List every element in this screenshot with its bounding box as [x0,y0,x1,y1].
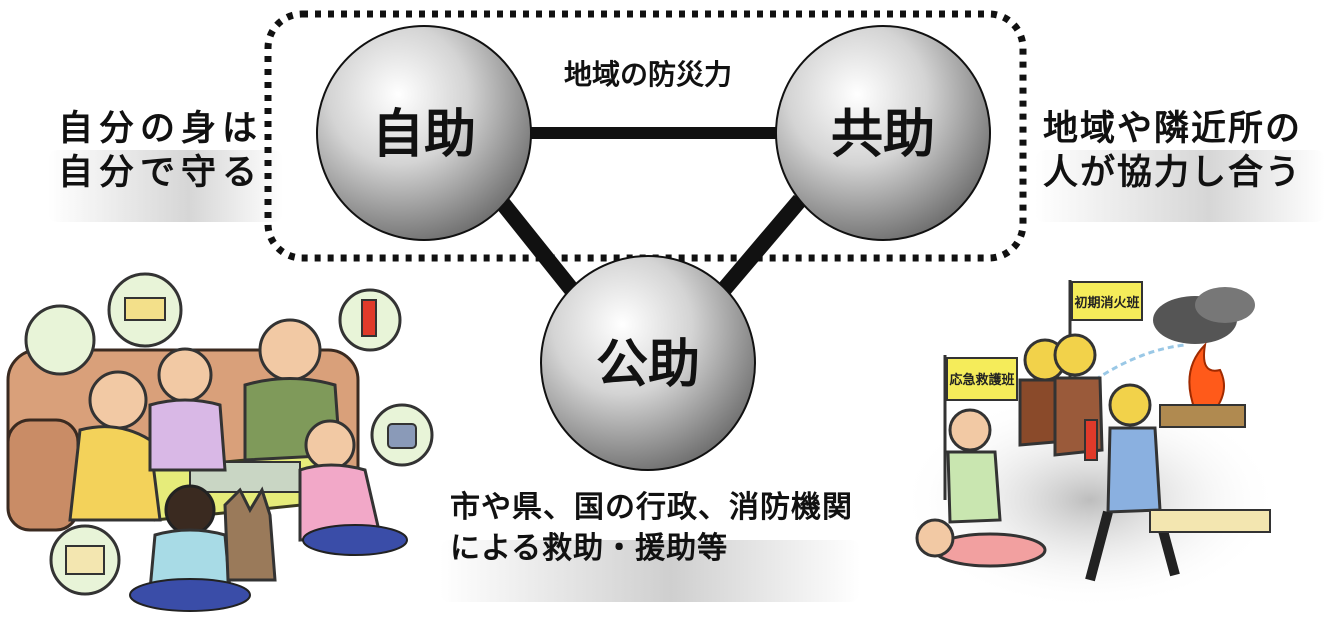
jijo-circle [316,25,532,241]
kojo-label: 公助 [596,335,700,395]
father-head [258,318,322,382]
connector-kyojo-kojo [708,194,807,306]
kojo-circle [540,255,756,471]
right-caption-shadow [1035,150,1325,222]
elderly-body [946,450,1002,524]
grandmother-head [157,347,213,403]
injured-head [915,518,955,558]
public-help-caption-line2: による救助・援助等 [450,530,729,566]
smoke-puff [1195,287,1255,323]
banner-flag-2 [946,357,1018,401]
emergency-bag [387,423,417,449]
water-spray [1094,343,1186,382]
boy-head [164,484,216,536]
helmet-2 [1053,333,1097,377]
extinguisher [361,299,377,337]
rescuer-body [1106,426,1162,514]
food-box [124,297,166,321]
couch-armrest [6,418,80,532]
boy-cushion [129,578,251,612]
banner-flag-1 [1071,281,1143,321]
self-help-caption-line1: 自分の身は [58,109,264,149]
bottom-caption-shadow [440,540,860,602]
family-illustration [6,272,434,612]
grandmother-body [148,398,227,472]
mother-head [88,370,148,430]
fire-pan [1159,404,1246,428]
drill-illustration: 初期消火班 応急救護班 [900,280,1280,610]
banner-text-2: 応急救護班 [949,372,1014,388]
self-help-caption: 自分の身は 自分で守る [58,108,263,196]
jijo-node: 自助 [316,25,532,241]
fire-extinguisher [1084,419,1098,461]
jijo-label: 自助 [372,105,476,165]
kyojo-label: 共助 [831,105,935,165]
girl-head [304,419,356,471]
drawer [65,545,105,575]
mutual-help-caption-line1: 地域や隣近所の [1043,109,1303,149]
public-help-caption-line1: 市や県、国の行政、消防機関 [450,490,853,525]
mother-body [68,425,162,522]
community-label: 地域の防災力 [564,58,732,91]
girl-cushion [302,524,408,556]
self-help-caption-line2: 自分で守る [58,152,264,193]
elderly-head [948,408,992,452]
kyojo-circle [775,25,991,241]
banner-text-1: 初期消火班 [1074,295,1139,311]
fire-icon [1188,342,1225,411]
mutual-help-caption-line2: 人が協力し合う [1043,152,1303,193]
helmet-3 [1108,383,1152,427]
left-caption-shadow [48,150,283,222]
bubble-cooking-icon [24,304,96,376]
stretcher [1149,509,1271,533]
mutual-help-caption: 地域や隣近所の 人が協力し合う [1043,108,1302,196]
kyojo-node: 共助 [775,25,991,241]
kojo-node: 公助 [540,255,756,471]
public-help-caption: 市や県、国の行政、消防機関 による救助・援助等 [450,488,853,569]
connector-jijo-kojo [493,195,587,305]
dog [223,486,277,582]
girl-body [298,463,382,542]
